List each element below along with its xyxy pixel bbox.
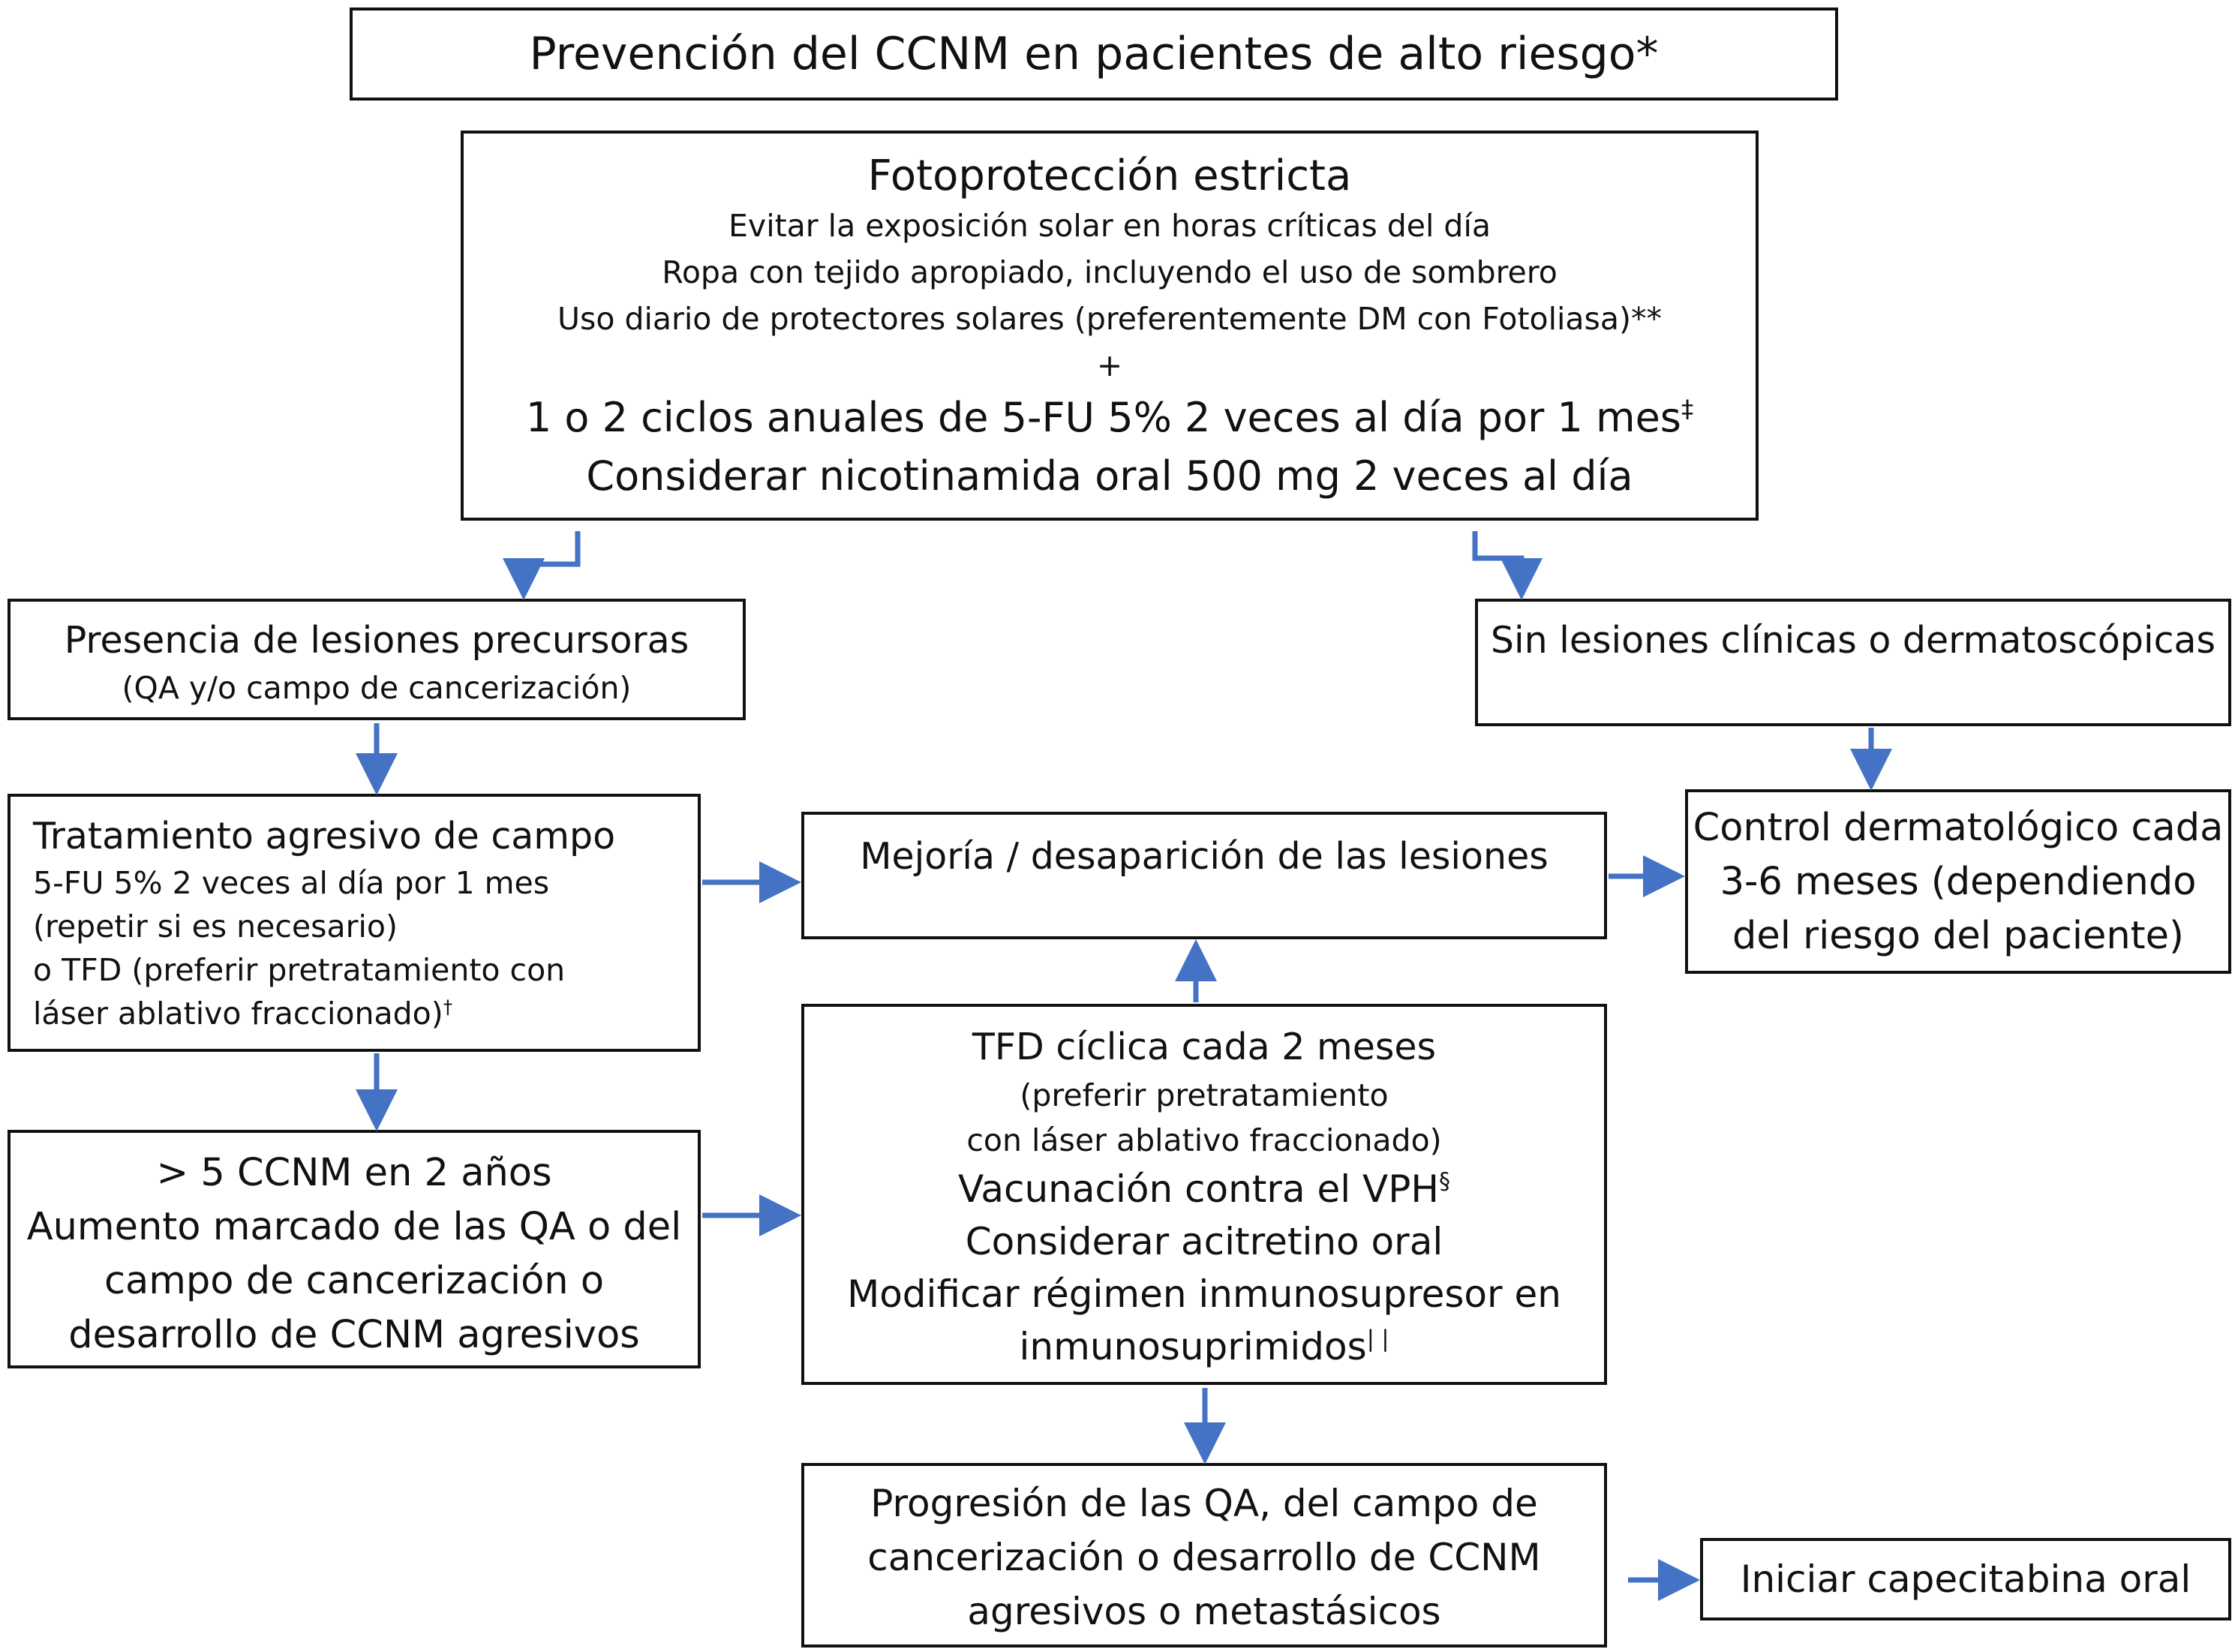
high-burden-line-1: > 5 CCNM en 2 años	[156, 1151, 552, 1195]
cyclic-tfd-line-7: inmunosuprimidos| |	[1020, 1320, 1389, 1373]
photoprotection-line-3: Uso diario de protectores solares (prefe…	[557, 301, 1663, 337]
cyclic-tfd-line-6: Modificar régimen inmunosupresor en	[847, 1272, 1561, 1316]
photoprotection-box: Fotoprotección estricta Evitar la exposi…	[461, 131, 1759, 521]
precursor-lesions-box: Presencia de lesiones precursoras (QA y/…	[8, 599, 746, 720]
control-box: Control dermatológico cada 3-6 meses (de…	[1685, 789, 2231, 974]
precursor-line-1: Presencia de lesiones precursoras	[64, 619, 689, 662]
photoprotection-line-2: Ropa con tejido apropiado, incluyendo el…	[662, 254, 1558, 290]
section-mark: §	[1439, 1168, 1450, 1195]
cyclic-tfd-line-3: con láser ablativo fraccionado)	[966, 1122, 1442, 1158]
photoprotection-heading: Fotoprotección estricta	[867, 152, 1352, 200]
improvement-line-1: Mejoría / desaparición de las lesiones	[860, 835, 1549, 878]
field-treatment-line-3: (repetir si es necesario)	[33, 909, 398, 945]
field-treatment-box: Tratamiento agresivo de campo 5-FU 5% 2 …	[8, 794, 701, 1052]
page-title: Prevención del CCNM en pacientes de alto…	[529, 28, 1659, 80]
cyclic-tfd-line-7-text: inmunosuprimidos	[1019, 1325, 1367, 1368]
cyclic-tfd-line-4: Vacunación contra el VPH§	[958, 1163, 1450, 1215]
precursor-line-2: (QA y/o campo de cancerización)	[122, 670, 632, 706]
cyclic-tfd-line-2: (preferir pretratamiento	[1020, 1077, 1389, 1113]
photoprotection-line-4-text: 1 o 2 ciclos anuales de 5-FU 5% 2 veces …	[525, 394, 1681, 441]
high-burden-line-3: campo de cancerización o	[104, 1259, 605, 1303]
capecitabine-line-1: Iniciar capecitabina oral	[1740, 1557, 2191, 1601]
control-line-1: Control dermatológico cada	[1693, 806, 2224, 850]
progression-line-2: cancerización o desarrollo de CCNM	[867, 1536, 1541, 1579]
field-treatment-line-5: láser ablativo fraccionado)†	[33, 992, 452, 1035]
high-burden-line-2: Aumento marcado de las QA o del	[26, 1205, 682, 1249]
title-box: Prevención del CCNM en pacientes de alto…	[350, 8, 1838, 101]
field-treatment-line-4: o TFD (preferir pretratamiento con	[33, 952, 566, 988]
photoprotection-line-4: 1 o 2 ciclos anuales de 5-FU 5% 2 veces …	[526, 389, 1693, 447]
double-bar-mark: | |	[1366, 1326, 1389, 1353]
cyclic-tfd-line-1: TFD cíclica cada 2 meses	[972, 1026, 1437, 1068]
no-lesions-box: Sin lesiones clínicas o dermatoscópicas	[1475, 599, 2231, 726]
progression-line-3: agresivos o metastásicos	[967, 1590, 1441, 1633]
field-treatment-line-5-text: láser ablativo fraccionado)	[33, 996, 443, 1032]
photoprotection-plus: +	[1096, 347, 1123, 383]
arrow-photoprotection-to-precursor	[503, 531, 581, 600]
high-burden-line-4: desarrollo de CCNM agresivos	[68, 1313, 640, 1357]
photoprotection-line-1: Evitar la exposición solar en horas crít…	[728, 208, 1491, 244]
arrow-photoprotection-to-no-lesions	[1472, 531, 1543, 600]
progression-box: Progresión de las QA, del campo de cance…	[801, 1463, 1607, 1647]
progression-line-1: Progresión de las QA, del campo de	[870, 1482, 1538, 1525]
high-burden-box: > 5 CCNM en 2 años Aumento marcado de la…	[8, 1130, 701, 1368]
field-treatment-line-2: 5-FU 5% 2 veces al día por 1 mes	[33, 865, 550, 901]
capecitabine-box: Iniciar capecitabina oral	[1700, 1538, 2231, 1620]
no-lesions-line-1: Sin lesiones clínicas o dermatoscópicas	[1490, 619, 2216, 662]
field-treatment-line-1: Tratamiento agresivo de campo	[33, 815, 616, 858]
dagger-mark: †	[443, 996, 452, 1018]
control-line-2: 3-6 meses (dependiendo	[1720, 860, 2197, 904]
photoprotection-line-5: Considerar nicotinamida oral 500 mg 2 ve…	[586, 452, 1633, 500]
control-line-3: del riesgo del paciente)	[1732, 914, 2184, 958]
cyclic-tfd-line-5: Considerar acitretino oral	[965, 1220, 1443, 1263]
cyclic-tfd-line-4-text: Vacunación contra el VPH	[958, 1167, 1439, 1211]
cyclic-tfd-box: TFD cíclica cada 2 meses (preferir pretr…	[801, 1004, 1607, 1385]
improvement-box: Mejoría / desaparición de las lesiones	[801, 812, 1607, 939]
double-dagger-mark: ‡	[1681, 395, 1694, 423]
